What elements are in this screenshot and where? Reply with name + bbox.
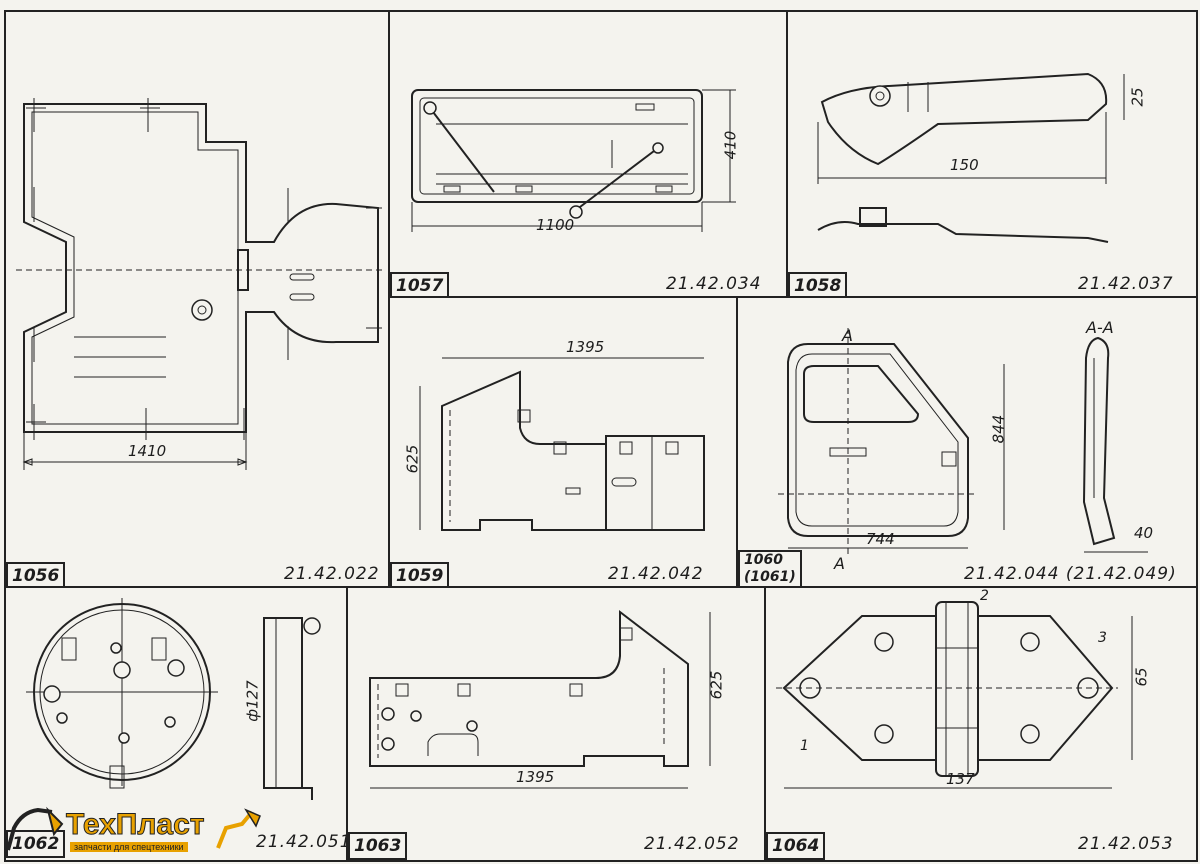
cell-1060: A A A-A 844 744 40 1060 (1061) 21.42.044… [736,296,1198,588]
dim-1063-width: 1395 [516,768,555,786]
cell-number-1058: 1058 [788,272,848,296]
logo-tagline: запчасти для спецтехники [70,842,188,852]
cell-number-1063: 1063 [348,832,408,860]
dim-1056-width: 1410 [128,442,167,460]
section-title-a-a: A-A [1086,318,1114,337]
cell-1064: 2 3 1 65 137 1064 21.42.053 [764,586,1198,862]
part-1057-drawing [411,89,736,232]
part-code-1056: 21.42.022 [284,564,380,584]
cell-1063: 625 1395 1063 21.42.052 [346,586,766,862]
dim-1062-diameter: ф127 [243,680,262,722]
cell-1056: 1410 1056 21.42.022 [4,10,390,588]
dim-1063-height: 625 [707,670,726,700]
cell-number-1059: 1059 [390,562,450,586]
part-1059-drawing [419,357,705,531]
dim-1059-width: 1395 [566,338,605,356]
dim-1064-width: 137 [946,770,975,788]
part-code-1062: 21.42.051 [256,832,348,852]
cell-number-1062: 1062 [6,830,66,858]
dim-1058-height: 25 [1128,87,1147,107]
part-1063-drawing [369,609,711,789]
techplast-logo: ТехПласт запчасти для спецтехники [4,800,264,862]
part-code-1063: 21.42.052 [644,834,740,854]
cell-1057: 410 1100 1057 21.42.034 [388,10,788,298]
dim-1057-width: 1100 [536,216,575,234]
dim-1064-height: 65 [1132,667,1151,687]
cell-number-1060: 1060 (1061) [738,550,802,586]
part-code-1060: 21.42.044 (21.42.049) [964,564,1177,584]
cell-1058: 25 150 1058 21.42.037 [786,10,1198,298]
dim-1059-height: 625 [403,444,422,474]
part-code-1064: 21.42.053 [1078,834,1174,854]
callout-1: 1 [800,738,809,754]
part-1056-drawing [16,98,386,470]
dim-1060-height: 844 [989,414,1008,444]
part-1062-drawing [26,598,321,800]
loader-icon [216,808,261,849]
callout-2: 2 [980,588,989,604]
section-label-a-top: A [842,326,853,345]
dim-1060-width: 744 [866,530,895,548]
part-1060-drawing [778,328,1148,558]
part-1058-drawing [817,72,1125,243]
part-code-1059: 21.42.042 [608,564,704,584]
section-label-a-bottom: A [834,554,845,573]
cell-number-1057: 1057 [390,272,450,296]
excavator-icon [6,806,64,851]
part-code-1057: 21.42.034 [666,274,762,294]
dim-1060-section-depth: 40 [1134,524,1154,542]
cell-number-1056: 1056 [6,562,66,586]
cell-1059: 1395 625 1059 21.42.042 [388,296,738,588]
part-code-1058: 21.42.037 [1078,274,1174,294]
cell-number-1064: 1064 [766,832,826,860]
part-1064-drawing [776,601,1133,789]
dim-1057-height: 410 [721,130,740,160]
dim-1058-length: 150 [950,156,979,174]
callout-3: 3 [1098,630,1107,646]
logo-name: ТехПласт [66,808,205,842]
